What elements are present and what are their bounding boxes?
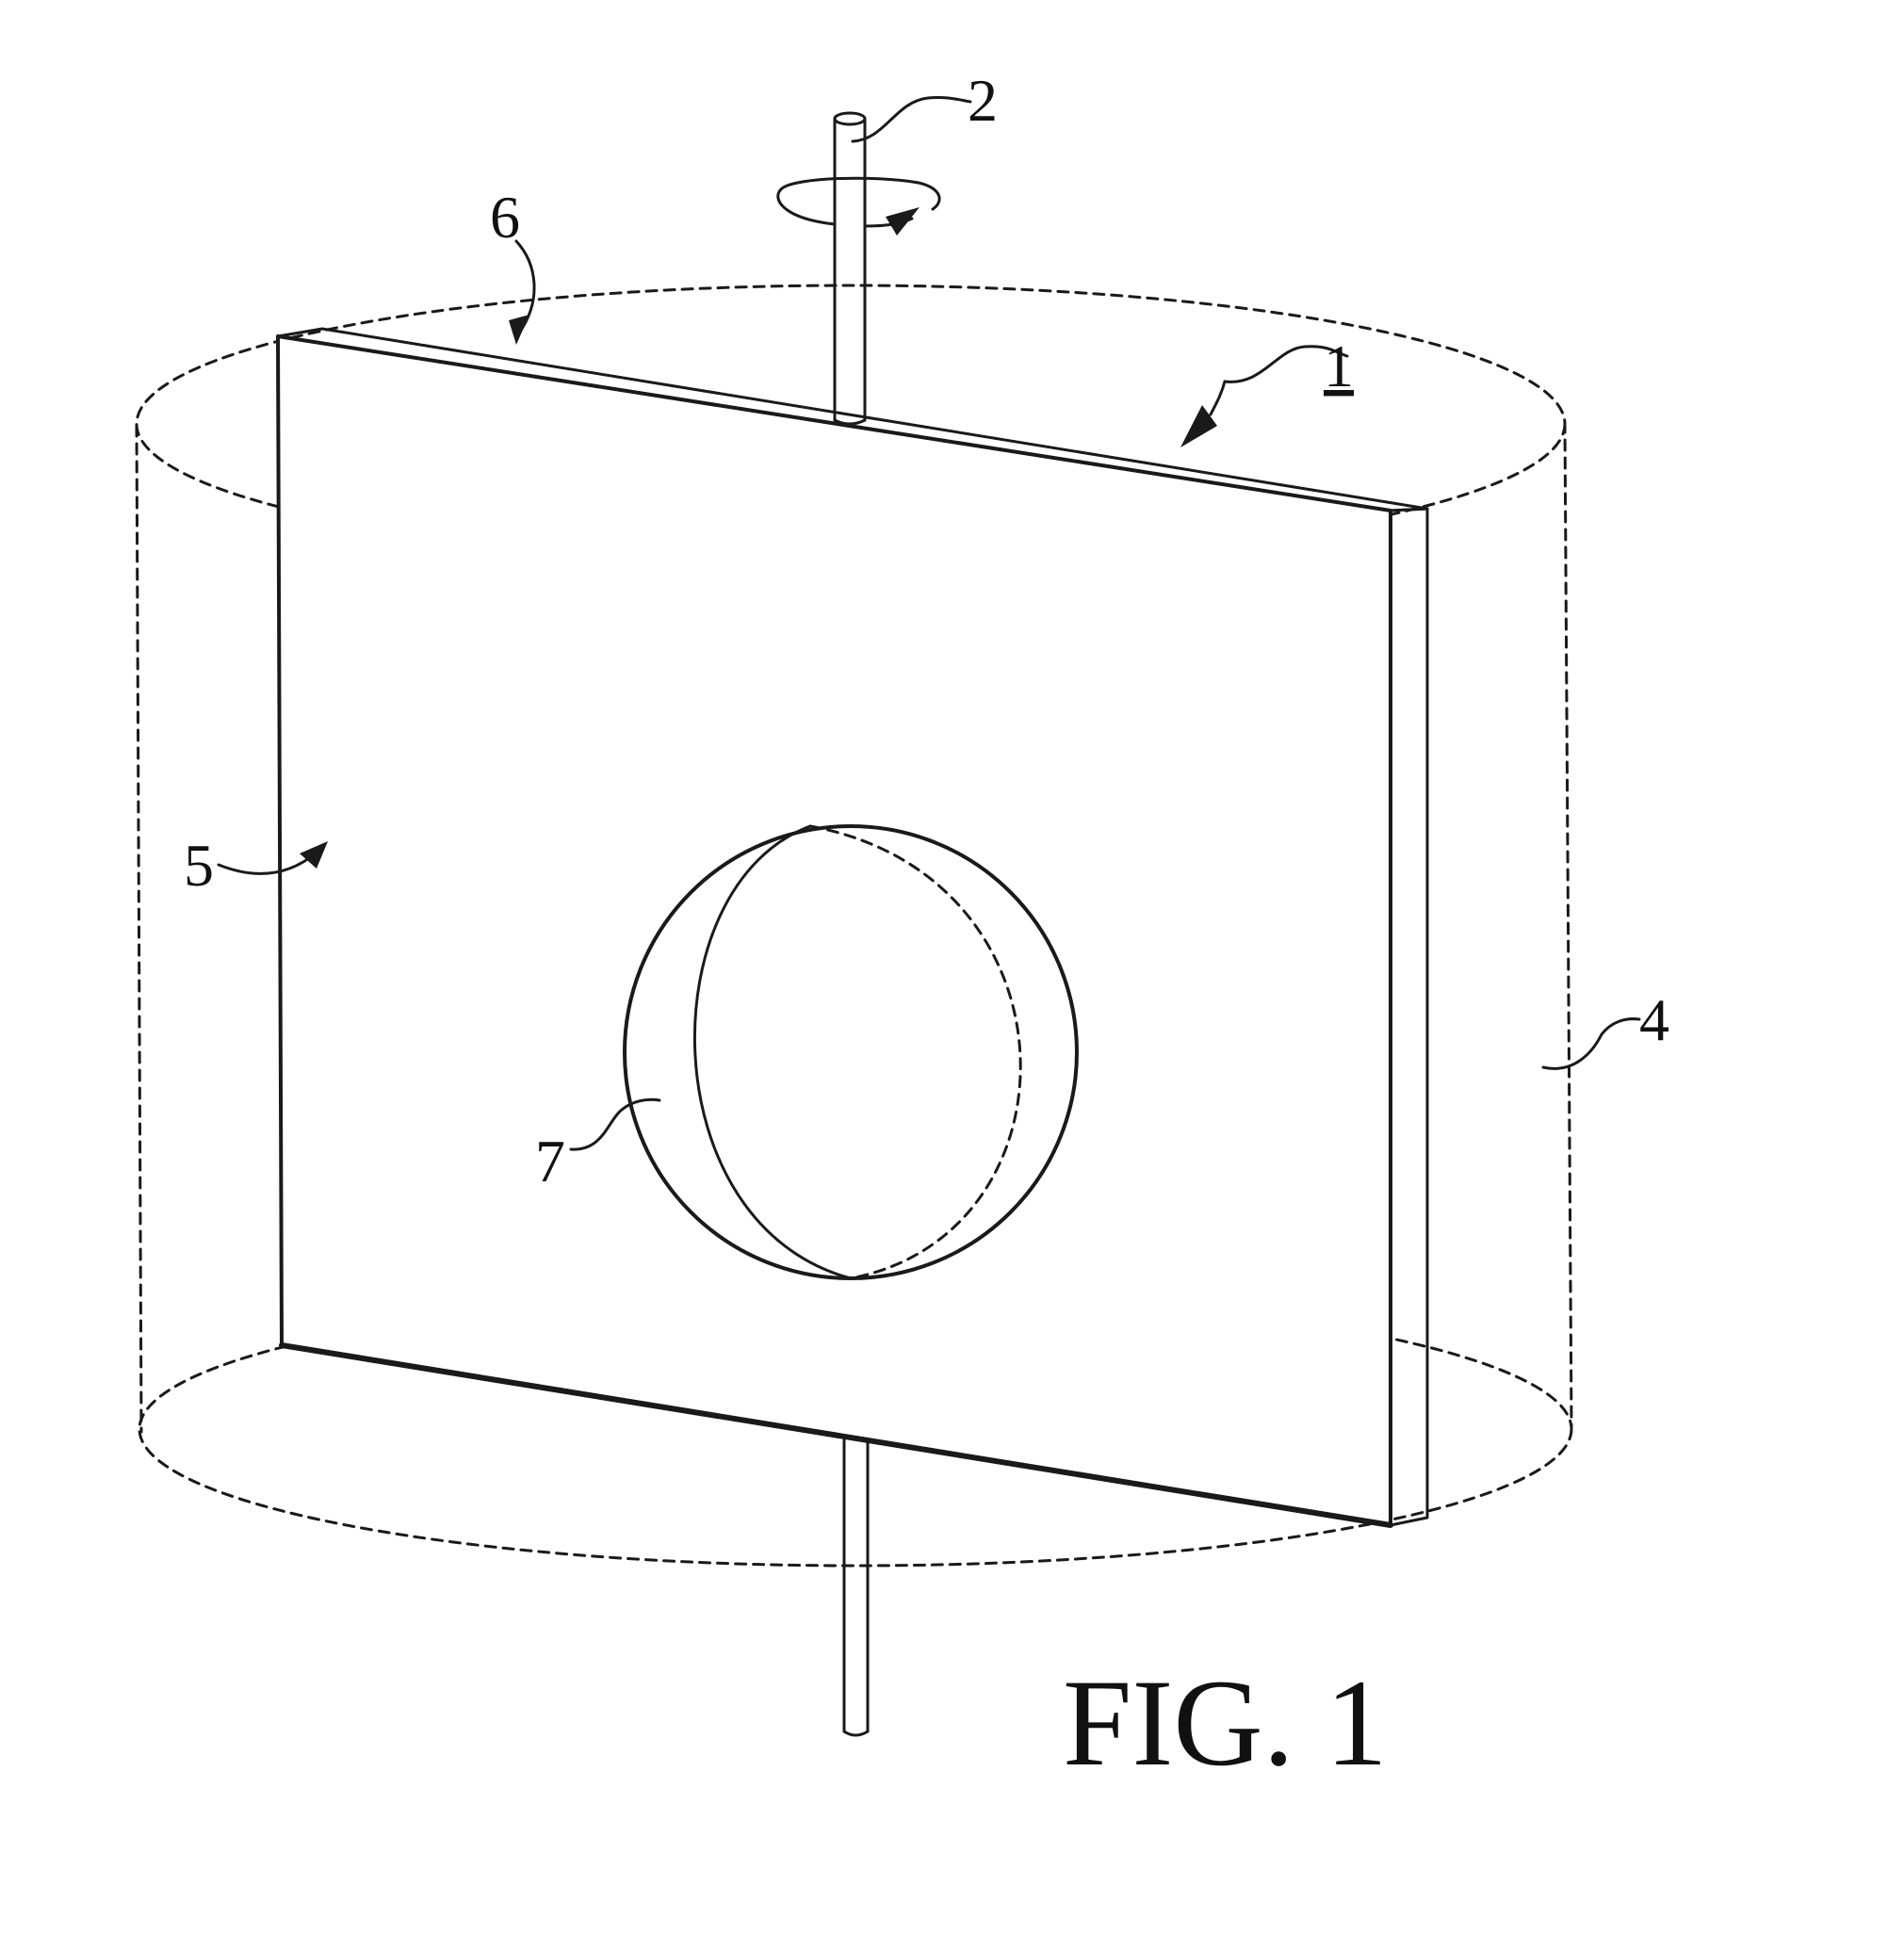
label-lens: 7: [535, 1128, 565, 1195]
upper-shaft: [833, 111, 867, 426]
label-cylinder: 4: [1639, 986, 1669, 1053]
label-shaft: 2: [968, 67, 998, 134]
lens: [623, 824, 1079, 1280]
mirror-plate: [276, 327, 1429, 1528]
label-plate-edge: 6: [490, 184, 520, 251]
leader-lines: [217, 96, 1641, 1151]
lower-shaft: [842, 1436, 870, 1737]
label-plate: 5: [184, 832, 214, 899]
label-assembly: 1: [1324, 333, 1354, 399]
figure-title: FIG. 1: [1063, 1653, 1388, 1792]
rotation-arrow: [776, 176, 941, 236]
